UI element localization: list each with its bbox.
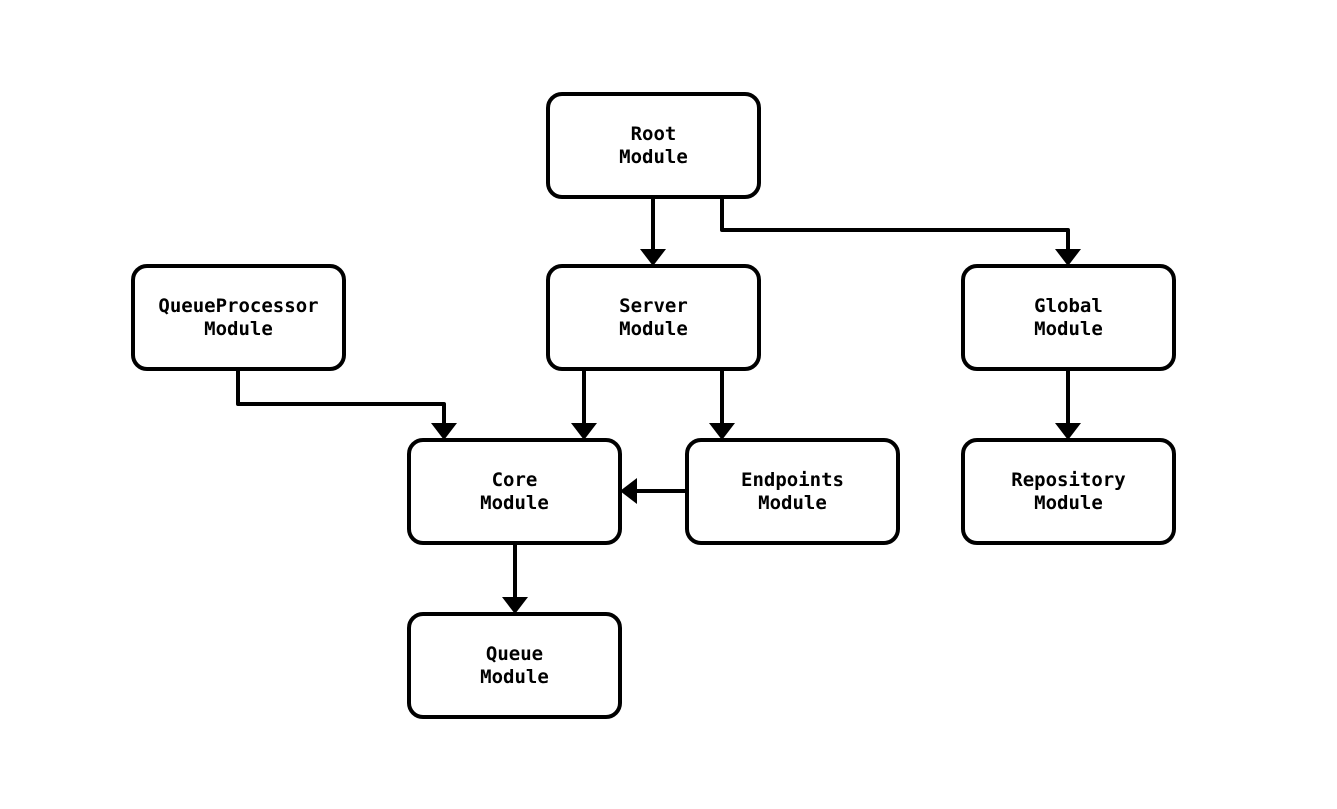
arrowhead-icon: [709, 423, 735, 440]
node-box[interactable]: [961, 264, 1176, 371]
arrowhead-icon: [571, 423, 597, 440]
edge-server-to-endpoints: [709, 369, 735, 440]
node-label-line1: Queue: [486, 643, 543, 665]
node-label-line1: Root: [631, 123, 677, 145]
edge-queueprocessor-to-core: [236, 369, 457, 440]
node-label-line2: Module: [204, 318, 273, 340]
arrowhead-icon: [431, 423, 457, 440]
node-label-line2: Module: [1034, 492, 1103, 514]
node-label-line2: Module: [480, 492, 549, 514]
edge-root-to-server: [640, 197, 666, 266]
arrowhead-icon: [640, 249, 666, 266]
node-label-line2: Module: [480, 666, 549, 688]
edge-global-to-repository: [1055, 369, 1081, 440]
edge-layer: [236, 197, 1081, 614]
node-box[interactable]: [546, 92, 761, 199]
node-label-line1: Repository: [1011, 469, 1125, 491]
edge-line: [236, 369, 446, 425]
node-box[interactable]: [407, 438, 622, 545]
node-label-line1: Server: [619, 295, 688, 317]
arrowhead-icon: [502, 597, 528, 614]
node-label-line2: Module: [758, 492, 827, 514]
node-box[interactable]: [961, 438, 1176, 545]
edge-line: [720, 197, 1070, 251]
node-label-line1: QueueProcessor: [158, 295, 318, 317]
node-box[interactable]: [685, 438, 900, 545]
edge-server-to-core: [571, 369, 597, 440]
node-label-line1: Global: [1034, 295, 1103, 317]
node-label-line2: Module: [619, 146, 688, 168]
arrowhead-icon: [1055, 249, 1081, 266]
node-box[interactable]: [546, 264, 761, 371]
arrowhead-icon: [1055, 423, 1081, 440]
edge-root-to-global: [720, 197, 1081, 266]
node-layer: RootModuleQueueProcessorModuleServerModu…: [131, 92, 1176, 719]
arrowhead-icon: [620, 478, 637, 504]
edge-endpoints-to-core: [620, 478, 687, 504]
node-label-line2: Module: [1034, 318, 1103, 340]
node-box[interactable]: [131, 264, 346, 371]
node-label-line1: Endpoints: [741, 469, 844, 491]
node-label-line1: Core: [492, 469, 538, 491]
edge-core-to-queue: [502, 543, 528, 614]
node-box[interactable]: [407, 612, 622, 719]
node-label-line2: Module: [619, 318, 688, 340]
